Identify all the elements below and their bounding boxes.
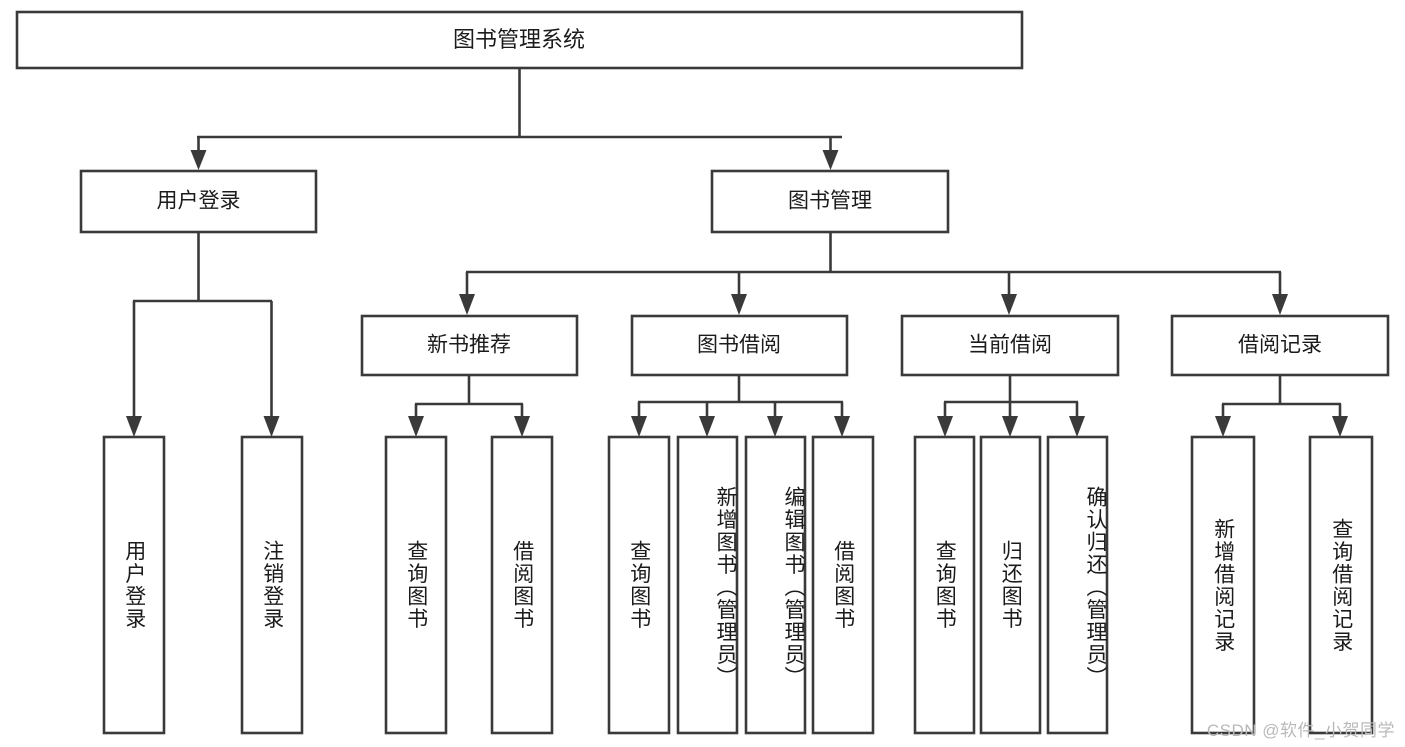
arrow-head-icon: [263, 416, 280, 437]
node-new-book-rec-label: 新书推荐: [427, 334, 511, 357]
node-root-label: 图书管理系统: [453, 27, 585, 52]
leaf-box-add-record[interactable]: [1190, 435, 1256, 735]
arrow-head-icon: [822, 150, 839, 170]
arrow-head-icon: [1332, 416, 1348, 437]
arrow-head-icon: [1069, 416, 1085, 437]
connector-currentborrow-to-leaves: [937, 375, 1085, 437]
arrow-head-icon: [1272, 294, 1288, 315]
leaf-box-borrow-book-1[interactable]: [490, 435, 554, 735]
connector-root-to-level2: [190, 68, 842, 170]
node-current-borrow-box[interactable]: [900, 314, 1120, 377]
leaf-box-borrow-book-2[interactable]: [811, 435, 875, 735]
arrow-head-icon: [190, 150, 207, 170]
arrow-head-icon: [514, 416, 530, 437]
node-new-book-rec[interactable]: 新书推荐: [360, 314, 579, 377]
leaf-box-return-book[interactable]: [979, 435, 1042, 735]
node-current-borrow-label: 当前借阅: [968, 334, 1052, 357]
connector-newbookrec-to-leaves: [408, 375, 530, 437]
arrow-head-icon: [408, 416, 424, 437]
arrow-head-icon: [459, 294, 475, 315]
arrow-head-icon: [126, 416, 142, 437]
leaf-box-query-book-3[interactable]: [913, 435, 976, 735]
node-new-book-rec-box[interactable]: [360, 314, 579, 377]
node-current-borrow[interactable]: 当前借阅: [900, 314, 1120, 377]
arrow-head-icon: [731, 294, 747, 315]
node-book-manage-label: 图书管理: [788, 190, 872, 213]
leaf-box-query-record[interactable]: [1308, 435, 1374, 735]
arrow-head-icon: [631, 416, 647, 437]
arrow-head-icon: [1001, 294, 1017, 315]
node-borrow-record-label: 借阅记录: [1238, 334, 1322, 357]
leaf-box-logout[interactable]: [240, 435, 304, 735]
connector-borrowrecord-to-leaves: [1215, 375, 1348, 437]
leaf-box-query-book-1[interactable]: [384, 435, 448, 735]
node-user-login-box[interactable]: [79, 169, 318, 234]
leaf-box-user-login[interactable]: [102, 435, 166, 735]
arrow-head-icon: [1215, 416, 1231, 437]
leaf-box-confirm-return[interactable]: [1046, 435, 1109, 735]
node-borrow-record[interactable]: 借阅记录: [1170, 314, 1390, 377]
node-book-manage[interactable]: 图书管理: [710, 169, 950, 234]
connector-userlogin-to-leaves: [126, 232, 280, 437]
node-user-login-label: 用户登录: [157, 190, 241, 213]
node-root-box[interactable]: [15, 10, 1024, 70]
leaf-box-query-book-2[interactable]: [607, 435, 671, 735]
arrow-head-icon: [767, 416, 783, 437]
leaf-box-add-book[interactable]: [676, 435, 739, 735]
arrow-head-icon: [937, 416, 953, 437]
node-user-login[interactable]: 用户登录: [79, 169, 318, 234]
arrow-head-icon: [1002, 416, 1018, 437]
node-book-borrow[interactable]: 图书借阅: [630, 314, 849, 377]
csdn-watermark: CSDN @软件_小贺同学: [1206, 721, 1395, 740]
leaf-box-edit-book[interactable]: [744, 435, 807, 735]
arrow-head-icon: [834, 416, 850, 437]
node-book-borrow-label: 图书借阅: [697, 334, 781, 357]
node-root[interactable]: 图书管理系统: [15, 10, 1024, 70]
connector-bookmanage-to-level3: [459, 232, 1288, 315]
connector-bookborrow-to-leaves: [631, 375, 850, 437]
arrow-head-icon: [699, 416, 715, 437]
